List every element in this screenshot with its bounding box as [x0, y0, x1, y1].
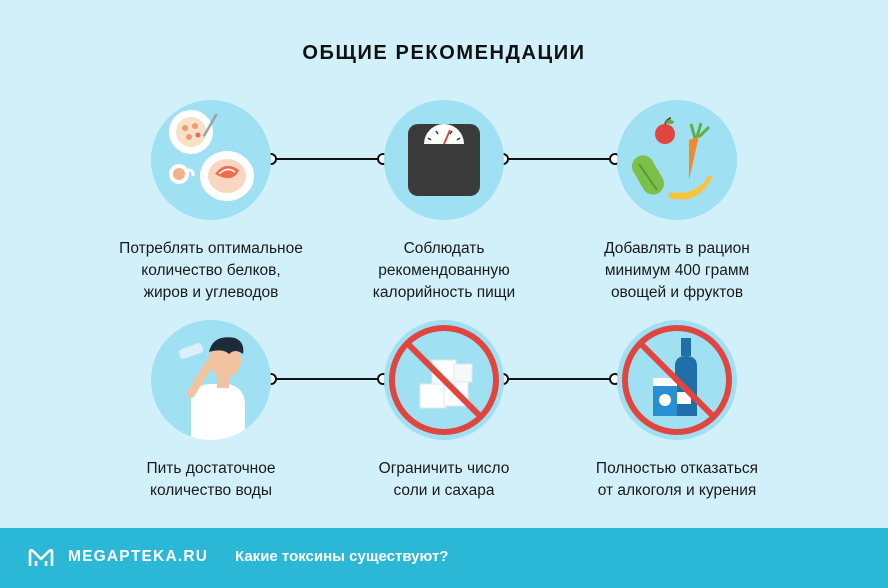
article-link[interactable]: Какие токсины существуют?: [235, 548, 449, 565]
caption-1: Потреблять оптимальное количество белков…: [91, 238, 331, 304]
caption-line: количество белков,: [141, 262, 281, 279]
caption-line: калорийность пищи: [372, 284, 516, 301]
caption-line: от алкоголя и курения: [597, 482, 757, 499]
connector-line: [506, 158, 616, 160]
megapteka-logo-icon[interactable]: [28, 548, 54, 568]
caption-line: количество воды: [150, 482, 272, 499]
page-title: ОБЩИЕ РЕКОМЕНДАЦИИ: [302, 42, 586, 64]
brand-link[interactable]: MEGAPTEKA.RU: [68, 548, 209, 565]
scale-icon: [384, 100, 504, 220]
drinking-water-icon: [151, 320, 271, 440]
connector-line: [274, 378, 384, 380]
food-plates-icon: [151, 100, 271, 220]
no-sugar-salt-icon: [384, 320, 504, 440]
caption-2: Соблюдать рекомендованную калорийность п…: [324, 238, 564, 304]
caption-line: овощей и фруктов: [610, 284, 744, 301]
caption-6: Полностью отказаться от алкоголя и курен…: [557, 458, 797, 502]
caption-line: Соблюдать: [403, 240, 485, 257]
caption-5: Ограничить число соли и сахара: [324, 458, 564, 502]
caption-line: минимум 400 грамм: [604, 262, 750, 279]
caption-3: Добавлять в рацион минимум 400 грамм ово…: [557, 238, 797, 304]
caption-4: Пить достаточное количество воды: [91, 458, 331, 502]
caption-line: Добавлять в рацион: [604, 240, 750, 257]
caption-line: Ограничить число: [378, 460, 510, 477]
caption-line: Потреблять оптимальное: [119, 240, 303, 257]
caption-line: Полностью отказаться: [595, 460, 759, 477]
caption-line: жиров и углеводов: [143, 284, 279, 301]
connector-line: [274, 158, 384, 160]
no-alcohol-smoking-icon: [617, 320, 737, 440]
caption-line: рекомендованную: [378, 262, 510, 279]
fruits-vegetables-icon: [617, 100, 737, 220]
connector-line: [506, 378, 616, 380]
caption-line: соли и сахара: [393, 482, 495, 499]
footer-bar: MEGAPTEKA.RU Какие токсины существуют?: [0, 528, 888, 588]
caption-line: Пить достаточное: [146, 460, 276, 477]
